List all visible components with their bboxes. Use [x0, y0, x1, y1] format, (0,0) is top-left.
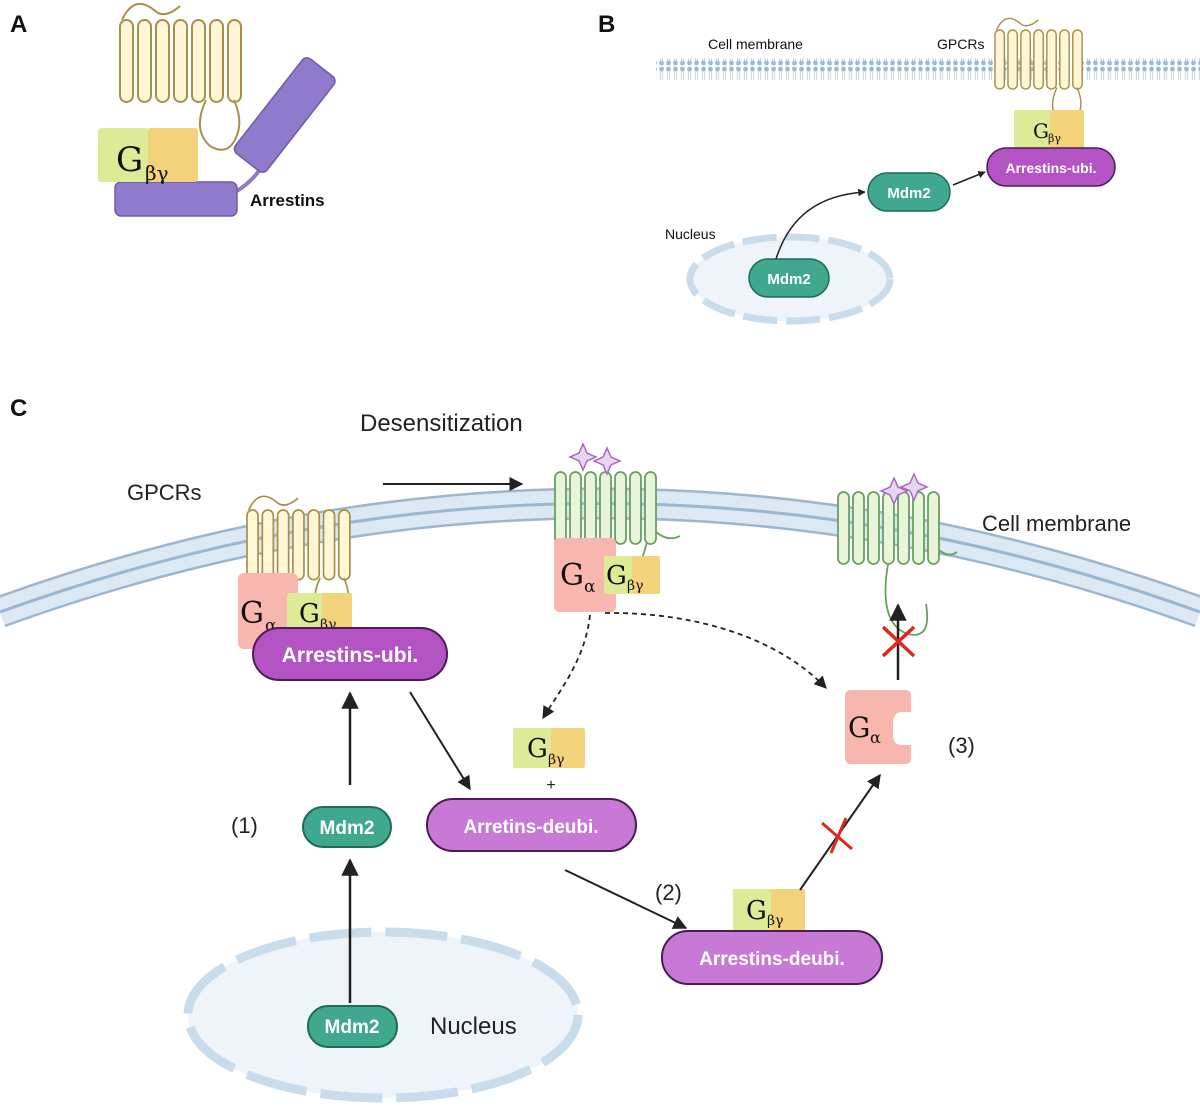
panel-c-cell-membrane-label: Cell membrane	[982, 511, 1131, 536]
panel-c-complex-gbetagamma: G βγ	[733, 889, 805, 931]
panel-b-receptor	[994, 17, 1083, 125]
panel-c-receptor2-star-2	[593, 447, 621, 475]
panel-c-gpcrs-label: GPCRs	[127, 480, 202, 505]
panel-a-gbg-sub: βγ	[145, 161, 169, 185]
panel-c-mdm2-cyto-pill	[302, 806, 392, 848]
panel-b-mdm2-nucleus-pill	[748, 258, 830, 298]
panel-c-free-ga-sub: α	[870, 728, 881, 747]
panel-c-block-mark-lower	[821, 817, 853, 854]
panel-b-mdm2-cyto-label: Mdm2	[887, 185, 930, 202]
panel-c-free-gbg-main: G	[527, 734, 548, 764]
panel-c-receptor2-star-1	[569, 443, 597, 471]
panel-c-arrestins-deubi-pill-1	[426, 798, 637, 852]
panel-b-arrow-mdm2-to-arrestin	[952, 171, 986, 186]
panel-c-arrestins-deubi-pill-2	[661, 930, 883, 985]
panel-c-free-galpha	[845, 690, 911, 764]
panel-b-mdm2-nucleus-label: Mdm2	[767, 271, 810, 288]
panel-c-receptor1-ga-main: G	[240, 596, 264, 631]
panel-c-complex-gbg-sub: βγ	[767, 913, 783, 929]
panel-b-mdm2-cyto-pill	[867, 172, 951, 212]
panel-c-receptor2-ga-main: G	[560, 558, 584, 593]
panel-c-mdm2-cyto-label: Mdm2	[320, 818, 375, 839]
panel-b-cell-membrane	[656, 58, 1200, 80]
panel-c-receptor1-gbg-main: G	[299, 599, 320, 629]
panel-c-dashed-arrow-to-gbg	[542, 614, 591, 720]
panel-c-desensitization-label: Desensitization	[360, 410, 523, 437]
panel-c-letter: C	[10, 395, 27, 422]
panel-c-complex-gbg-main: G	[746, 896, 767, 926]
panel-c-receptor2-gbetagamma: G βγ	[604, 556, 660, 594]
panel-b-arrestins-ubi-label: Arrestins-ubi.	[1005, 160, 1096, 176]
panel-c-mdm2-nucleus-pill	[307, 1005, 398, 1048]
panel-a-letter: A	[10, 11, 27, 38]
panel-c-free-gbetagamma: G βγ	[513, 728, 585, 768]
panel-b-gbetagamma: G βγ	[1014, 110, 1084, 148]
panel-b-nucleus-label: Nucleus	[665, 226, 716, 242]
panel-a-arrestin-c-domain	[233, 57, 336, 173]
panel-a-gbetagamma: G βγ	[98, 128, 198, 185]
panel-b-arrow-nucleus-to-cyto	[775, 188, 866, 260]
panel-c-plus-sign: +	[546, 777, 555, 794]
panel-c-receptor2-gbg-main: G	[606, 561, 627, 591]
panel-b-gpcrs-label: GPCRs	[937, 36, 984, 52]
panel-a-receptor	[119, 2, 242, 151]
panel-c-receptor2-galpha: G α	[554, 538, 616, 612]
panel-c-free-gbg-sub: βγ	[548, 752, 564, 768]
panel-b-arrestins-ubi-pill	[986, 147, 1116, 187]
panel-a-gbg-main: G	[116, 140, 143, 180]
panel-b-gbg-sub: βγ	[1048, 132, 1061, 145]
panel-b-gbg-main: G	[1033, 119, 1049, 143]
panel-c-step-2-label: (2)	[655, 880, 682, 905]
panel-c-receptor1-gbetagamma: G βγ	[287, 593, 352, 633]
panel-b-letter: B	[598, 11, 615, 38]
panel-c-arrestins-ubi-label: Arrestins-ubi.	[282, 644, 419, 667]
panel-a-arrestin-n-domain	[114, 181, 238, 217]
panel-c-free-ga-main: G	[848, 711, 870, 744]
panel-c-receptor2-gbg-sub: βγ	[627, 578, 643, 594]
panel-c-step-1-label: (1)	[231, 813, 258, 838]
panel-c-mdm2-nucleus-label: Mdm2	[325, 1017, 380, 1038]
panel-c-arrestins-deubi-label-2: Arrestins-deubi.	[699, 949, 845, 970]
panel-b-cell-membrane-label: Cell membrane	[708, 36, 803, 52]
panel-c-step-3-label: (3)	[948, 733, 975, 758]
panel-c-receptor2-ga-sub: α	[584, 577, 596, 597]
panel-c-arrow-to-deubi	[409, 691, 471, 791]
panel-c-nucleus-label: Nucleus	[430, 1013, 517, 1040]
panel-c-arrestins-ubi-pill	[252, 627, 448, 681]
panel-c-block-mark-upper	[881, 625, 916, 658]
panel-c-dashed-arrow-to-galpha	[604, 612, 827, 689]
panel-c-arrestins-deubi-label-1: Arretins-deubi.	[463, 817, 598, 838]
panel-c-arrow-step-2	[564, 869, 688, 929]
panel-a-arrestins-label: Arrestins	[250, 191, 325, 210]
